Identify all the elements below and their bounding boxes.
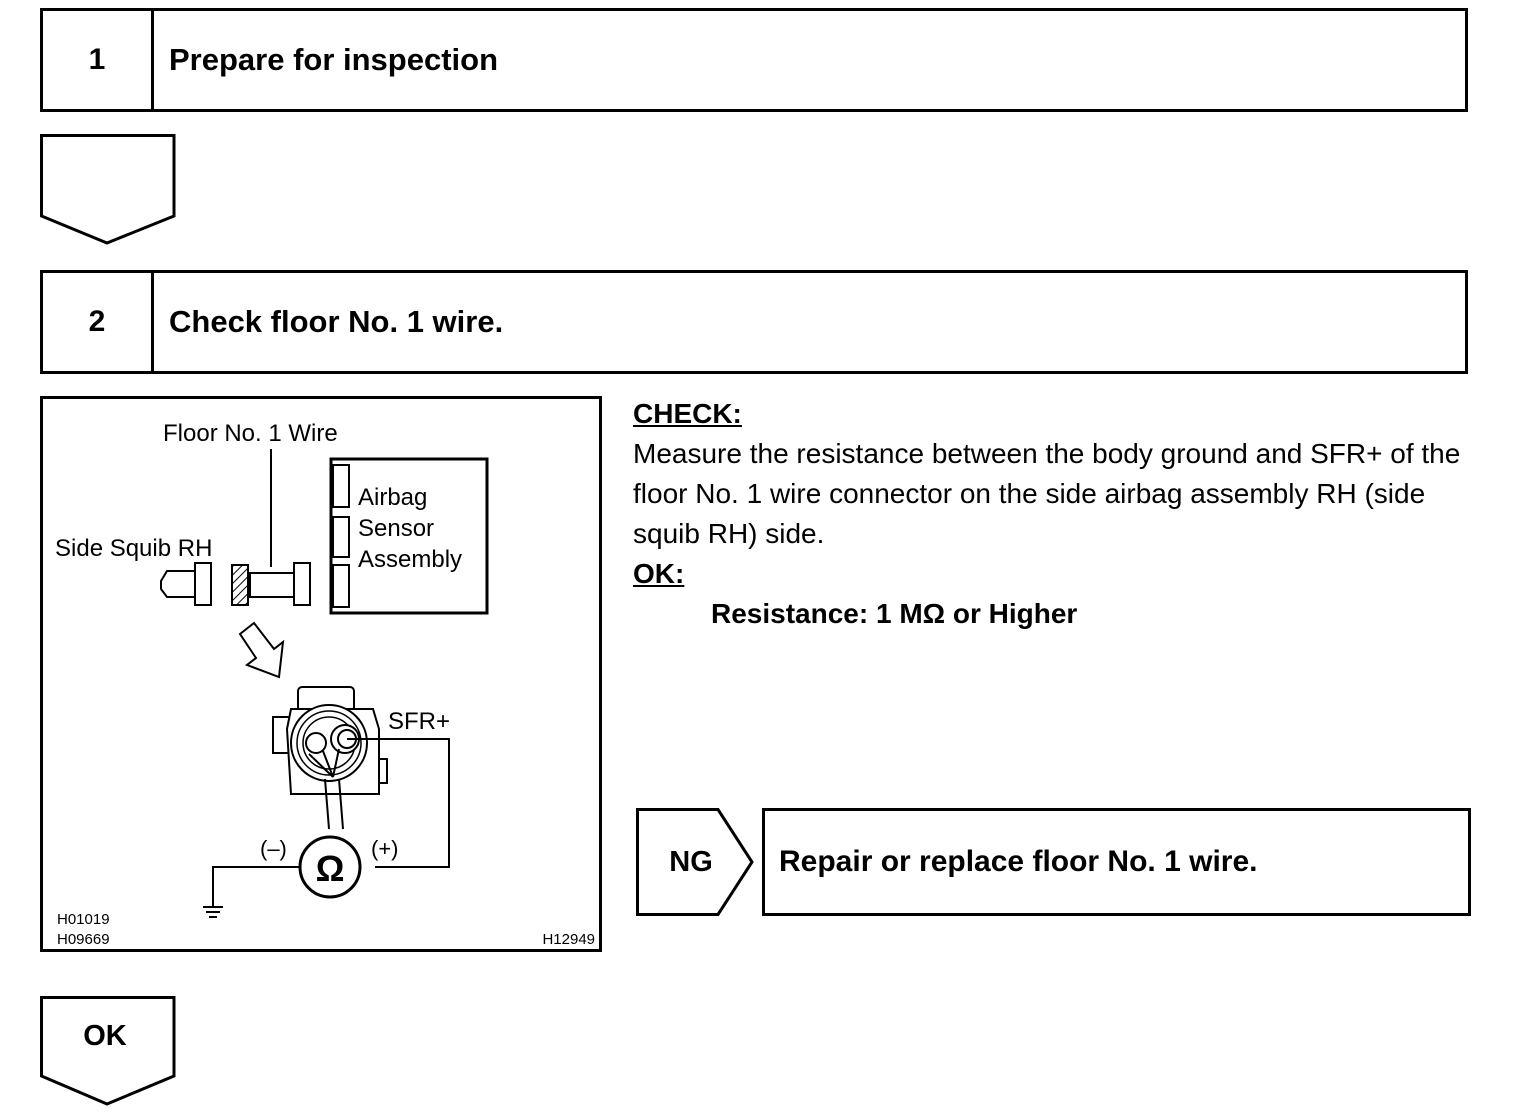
ng-action-text: Repair or replace floor No. 1 wire.: [779, 845, 1258, 878]
ok-label-arrow: OK: [83, 1019, 127, 1052]
ok-arrow: [40, 996, 176, 1106]
check-label: CHECK:: [633, 398, 742, 429]
check-description: Measure the resistance between the body …: [633, 438, 1461, 549]
ng-label: NG: [669, 845, 713, 878]
airbag-label-2: Sensor: [358, 515, 434, 542]
meter-minus-label: (–): [260, 836, 287, 861]
flow-arrow-1: [40, 134, 176, 245]
step-1-title: Prepare for inspection: [169, 42, 499, 77]
ok-label: OK:: [633, 558, 685, 589]
diagram-drawing: Floor No. 1 Wire Airbag Sensor Assembly …: [55, 420, 595, 948]
meter-plus-label: (+): [371, 836, 399, 861]
side-squib-label: Side Squib RH: [55, 535, 212, 562]
step-1-box: 1 Prepare for inspection: [40, 8, 1468, 112]
ohm-symbol: Ω: [316, 848, 345, 889]
airbag-label-3: Assembly: [358, 546, 462, 573]
resistance-spec: Resistance: 1 MΩ or Higher: [711, 598, 1078, 629]
step-2-box: 2 Check floor No. 1 wire.: [40, 270, 1468, 374]
step-2-number: 2: [43, 273, 154, 371]
check-section: CHECK: Measure the resistance between th…: [633, 394, 1478, 634]
ng-action-box: Repair or replace floor No. 1 wire.: [762, 808, 1471, 916]
wiring-diagram: Floor No. 1 Wire Airbag Sensor Assembly …: [40, 396, 602, 952]
step-1-number: 1: [43, 11, 154, 109]
figure-code-2: H09669: [57, 931, 110, 948]
figure-code-3: H12949: [542, 931, 595, 948]
ng-arrow: [636, 808, 754, 916]
figure-code-1: H01019: [57, 911, 110, 928]
sfr-terminal-label: SFR+: [388, 708, 450, 735]
floor-wire-label: Floor No. 1 Wire: [163, 420, 338, 447]
step-2-title: Check floor No. 1 wire.: [169, 304, 504, 339]
airbag-label-1: Airbag: [358, 484, 427, 511]
